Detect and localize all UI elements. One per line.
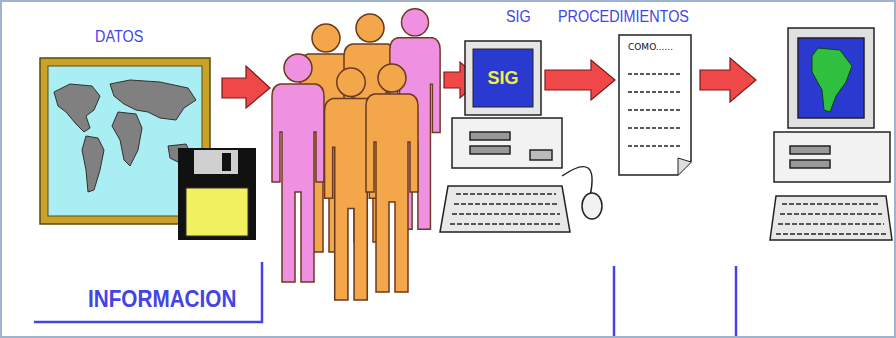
node-text: SIG: [483, 66, 522, 91]
document-sheet: COMO......: [618, 34, 692, 176]
computer-map: [770, 28, 892, 240]
people-group: [272, 9, 440, 300]
caption-label: DATOS: [95, 28, 143, 46]
caption-label: INFORMACION: [88, 286, 236, 313]
caption-label: PROCEDIMIENTOS: [558, 8, 689, 26]
floppy-disk: [178, 148, 256, 240]
node-text: COMO......: [628, 42, 692, 52]
computer: [440, 118, 602, 232]
monitor-screen: SIG: [464, 40, 542, 116]
flow-arrow: [545, 60, 615, 100]
caption-label: SIG: [506, 8, 531, 26]
node-outline: [618, 34, 692, 176]
bracket-line: [34, 262, 736, 336]
